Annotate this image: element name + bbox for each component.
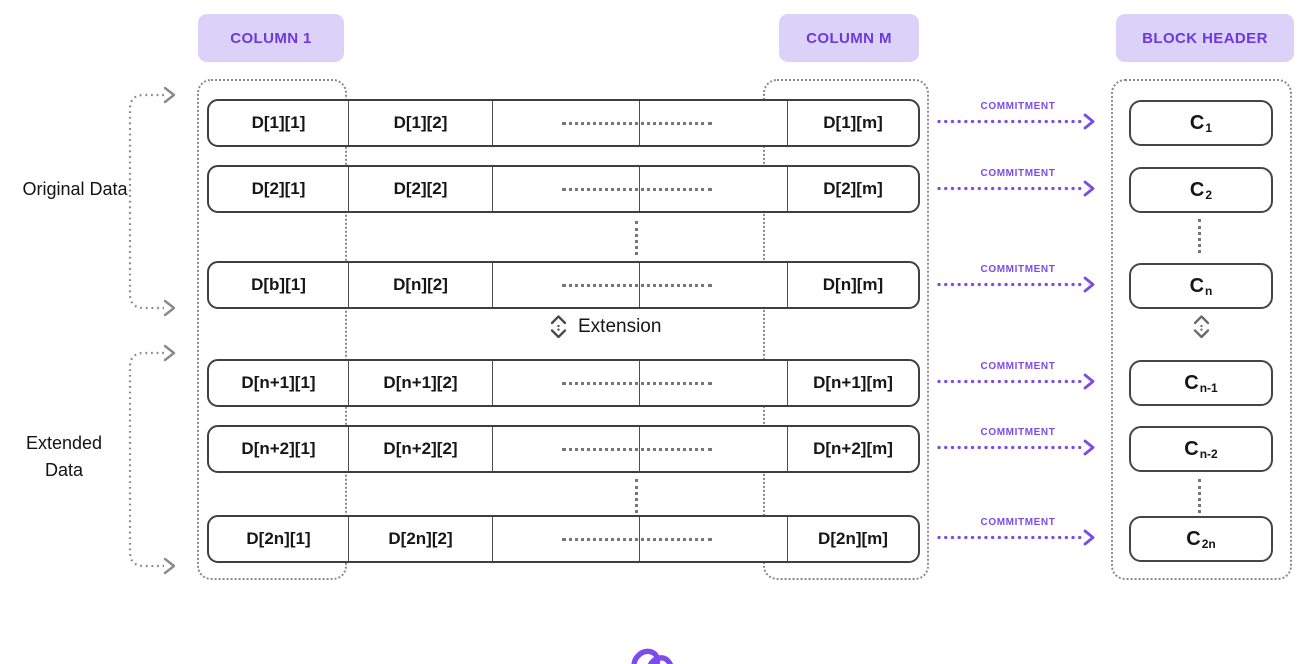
commitment-arrow: COMMITMENT	[936, 264, 1100, 298]
data-cell: D[1][m]	[787, 101, 918, 145]
extension-label: Extension	[578, 315, 662, 337]
original-data-label: Original Data	[22, 179, 128, 199]
column-1-badge: COLUMN 1	[198, 14, 344, 62]
row-ellipsis-dots	[562, 448, 712, 451]
data-row: D[2n][1] D[2n][2] D[2n][m]	[207, 515, 920, 563]
data-row: D[1][1] D[1][2] D[1][m]	[207, 99, 920, 147]
data-cell: D[2n][2]	[348, 517, 492, 561]
commitments-ellipsis-dots	[1198, 219, 1201, 253]
rows-ellipsis-dots	[635, 221, 638, 255]
commitment-subscript: 2n	[1201, 537, 1216, 551]
data-cell-empty	[492, 427, 639, 471]
data-cell: D[2][m]	[787, 167, 918, 211]
commitments-ellipsis-dots	[1198, 479, 1201, 513]
data-cell: D[2n][m]	[787, 517, 918, 561]
data-cell: D[b][1]	[251, 275, 306, 294]
block-header-badge: BLOCK HEADER	[1116, 14, 1294, 62]
extension-row: Extension	[548, 313, 661, 340]
data-cell: D[n+1][1]	[241, 373, 316, 392]
original-data-bracket-arrow-icon	[128, 86, 176, 317]
logo-squiggle-icon	[631, 648, 674, 664]
commitment-symbol: C	[1189, 111, 1205, 134]
commitment-subscript: n-2	[1199, 447, 1218, 461]
data-row: D[n+1][1] D[n+1][2] D[n+1][m]	[207, 359, 920, 407]
data-cell-empty	[492, 361, 639, 405]
column-1-outline	[197, 79, 347, 580]
data-cell: D[n+1][2]	[348, 361, 492, 405]
data-cell: D[n+2][2]	[348, 427, 492, 471]
data-cell: D[n+2][1]	[241, 439, 316, 458]
row-ellipsis-dots	[562, 284, 712, 287]
data-cell: D[n+1][m]	[787, 361, 918, 405]
dashed-arrow-right-icon	[937, 276, 1095, 293]
commitment-subscript: n	[1205, 284, 1213, 298]
dashed-arrow-right-icon	[937, 113, 1095, 130]
row-ellipsis-dots	[562, 122, 712, 125]
commitment-arrow: COMMITMENT	[936, 517, 1100, 551]
commitment-arrow-label: COMMITMENT	[980, 517, 1056, 528]
commitment-symbol: C	[1186, 527, 1201, 550]
rows-ellipsis-dots	[635, 479, 638, 513]
commitment-subscript: n-1	[1199, 381, 1218, 395]
data-cell: D[n+2][m]	[787, 427, 918, 471]
data-cell: D[n][m]	[787, 263, 918, 307]
extended-data-bracket-arrow-icon	[128, 344, 176, 575]
commitment-arrow: COMMITMENT	[936, 101, 1100, 135]
commitment-subscript: 2	[1205, 188, 1213, 202]
commitment-arrow: COMMITMENT	[936, 427, 1100, 461]
commitment-arrow-label: COMMITMENT	[980, 101, 1056, 112]
data-cell-empty	[492, 263, 639, 307]
data-cell: D[2n][1]	[246, 529, 311, 548]
data-cell: D[1][2]	[348, 101, 492, 145]
commitment-arrow-label: COMMITMENT	[980, 168, 1056, 179]
commitment-symbol: C	[1184, 437, 1199, 460]
dashed-arrow-right-icon	[937, 439, 1095, 456]
data-cell: D[n][2]	[348, 263, 492, 307]
column-m-outline	[763, 79, 929, 580]
data-cell-empty	[492, 101, 639, 145]
data-row: D[2][1] D[2][2] D[2][m]	[207, 165, 920, 213]
block-header-updown-icon	[1193, 315, 1210, 339]
extension-updown-icon	[550, 315, 567, 339]
commitment-arrow: COMMITMENT	[936, 168, 1100, 202]
block-header-outline	[1111, 79, 1292, 580]
dashed-arrow-right-icon	[937, 373, 1095, 390]
commitment-symbol: C	[1184, 371, 1199, 394]
commitment-arrow-label: COMMITMENT	[980, 427, 1056, 438]
dashed-arrow-right-icon	[937, 529, 1095, 546]
data-row: D[n+2][1] D[n+2][2] D[n+2][m]	[207, 425, 920, 473]
data-row: D[b][1] D[n][2] D[n][m]	[207, 261, 920, 309]
column-m-badge: COLUMN M	[779, 14, 919, 62]
data-cell: D[2][2]	[348, 167, 492, 211]
data-cell: D[2][1]	[251, 179, 306, 198]
commitment-symbol: C	[1189, 274, 1205, 297]
commitment-arrow: COMMITMENT	[936, 361, 1100, 395]
extended-data-label: Extended Data	[25, 433, 103, 480]
commitment-subscript: 1	[1205, 121, 1213, 135]
data-cell-empty	[492, 167, 639, 211]
row-ellipsis-dots	[562, 382, 712, 385]
data-cell-empty	[492, 517, 639, 561]
commitment-arrow-label: COMMITMENT	[980, 264, 1056, 275]
data-cell: D[1][1]	[251, 113, 306, 132]
commitment-arrow-label: COMMITMENT	[980, 361, 1056, 372]
row-ellipsis-dots	[562, 188, 712, 191]
row-ellipsis-dots	[562, 538, 712, 541]
commitment-symbol: C	[1189, 178, 1205, 201]
dashed-arrow-right-icon	[937, 180, 1095, 197]
